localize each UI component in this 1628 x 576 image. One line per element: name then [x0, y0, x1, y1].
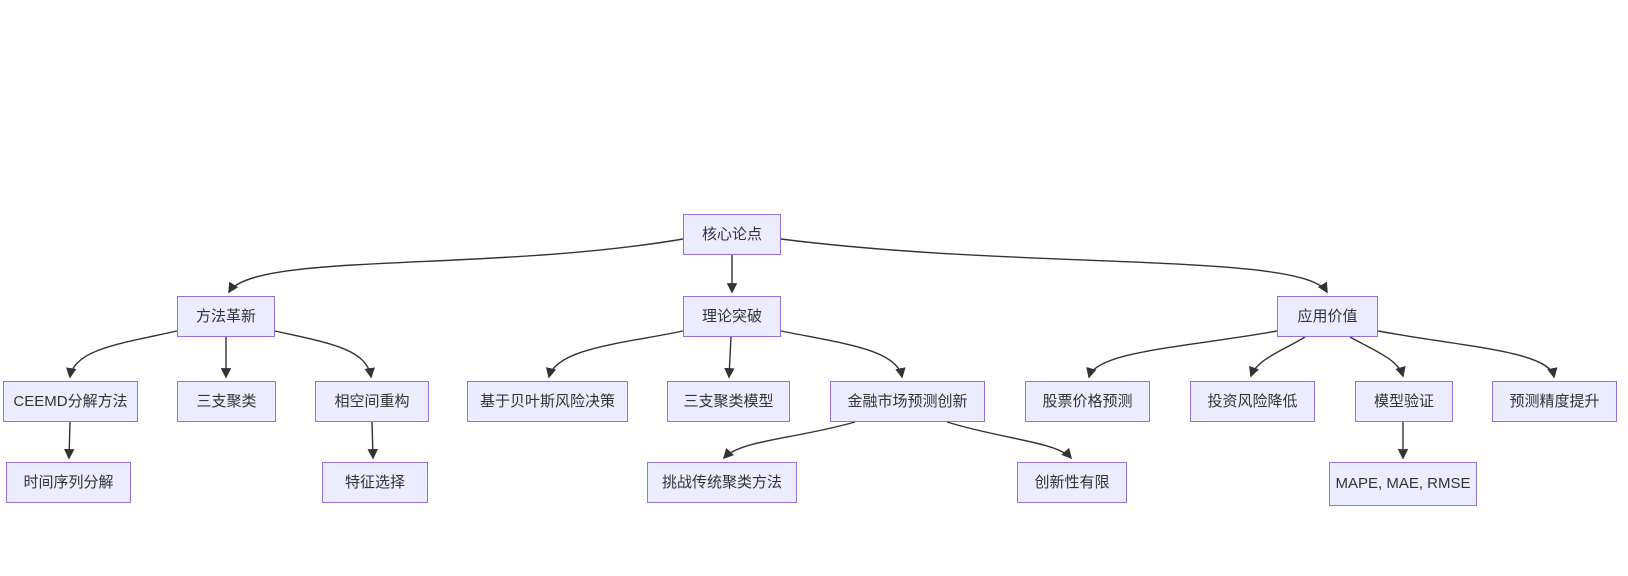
flowchart-node-twc-model: 三支聚类模型: [667, 381, 790, 422]
flowchart-node-ts-decomp: 时间序列分解: [6, 462, 131, 503]
edge-theory-to-twc-model: [724, 336, 735, 379]
node-label-core: 核心论点: [701, 225, 762, 243]
flowchart-node-ceemd: CEEMD分解方法: [3, 381, 138, 422]
flowchart-node-fin-innovation: 金融市场预测创新: [830, 381, 985, 422]
edge-core-to-application: [780, 238, 1328, 294]
node-label-fin-innovation: 金融市场预测创新: [847, 392, 968, 410]
edge-fin-innovation-to-novelty: [946, 421, 1073, 460]
flowchart-node-feature: 特征选择: [322, 462, 428, 503]
node-label-risk: 投资风险降低: [1207, 392, 1298, 410]
node-label-application: 应用价值: [1297, 307, 1358, 325]
edge-core-to-method: [228, 238, 684, 294]
edge-application-to-accuracy: [1377, 330, 1558, 379]
flowchart-node-method: 方法革新: [177, 296, 275, 337]
node-label-feature: 特征选择: [344, 473, 405, 491]
flowchart-node-application: 应用价值: [1277, 296, 1378, 337]
edge-fin-innovation-to-challenge: [722, 421, 856, 460]
edge-theory-to-fin-innovation: [780, 330, 906, 379]
edge-theory-to-bayesian: [546, 330, 684, 379]
flowchart-node-validation: 模型验证: [1355, 381, 1453, 422]
node-label-bayesian: 基于贝叶斯风险决策: [479, 392, 615, 410]
node-label-metrics: MAPE, MAE, RMSE: [1335, 475, 1471, 492]
edge-application-to-risk: [1249, 336, 1306, 378]
node-label-accuracy: 预测精度提升: [1509, 392, 1600, 410]
node-label-twc-model: 三支聚类模型: [683, 392, 774, 410]
edge-application-to-stock: [1086, 330, 1278, 379]
edge-method-to-phase-space: [274, 330, 375, 379]
node-label-phase-space: 相空间重构: [334, 392, 410, 410]
node-label-stock: 股票价格预测: [1042, 392, 1133, 410]
node-label-validation: 模型验证: [1373, 392, 1434, 410]
node-label-theory: 理论突破: [701, 307, 762, 325]
edge-group: [63, 238, 1558, 460]
flowchart-node-three-way: 三支聚类: [177, 381, 276, 422]
node-label-ceemd: CEEMD分解方法: [13, 392, 128, 410]
node-label-challenge: 挑战传统聚类方法: [661, 473, 782, 491]
node-label-ts-decomp: 时间序列分解: [23, 473, 114, 491]
flowchart-node-challenge: 挑战传统聚类方法: [647, 462, 797, 503]
node-label-novelty: 创新性有限: [1034, 473, 1110, 491]
flowchart-node-risk: 投资风险降低: [1190, 381, 1315, 422]
flowchart-node-theory: 理论突破: [683, 296, 781, 337]
node-label-method: 方法革新: [195, 307, 256, 325]
flowchart-node-stock: 股票价格预测: [1025, 381, 1150, 422]
edge-ceemd-to-ts-decomp: [63, 421, 75, 460]
flowchart-node-phase-space: 相空间重构: [315, 381, 429, 422]
edge-method-to-ceemd: [66, 330, 178, 379]
flowchart-node-bayesian: 基于贝叶斯风险决策: [467, 381, 628, 422]
flowchart-node-novelty: 创新性有限: [1017, 462, 1127, 503]
edge-application-to-validation: [1349, 336, 1406, 378]
flowchart-node-core: 核心论点: [683, 214, 781, 255]
flowchart-node-accuracy: 预测精度提升: [1492, 381, 1617, 422]
flowchart-node-metrics: MAPE, MAE, RMSE: [1329, 462, 1477, 506]
edge-phase-space-to-feature: [367, 421, 379, 460]
node-label-three-way: 三支聚类: [196, 392, 257, 410]
